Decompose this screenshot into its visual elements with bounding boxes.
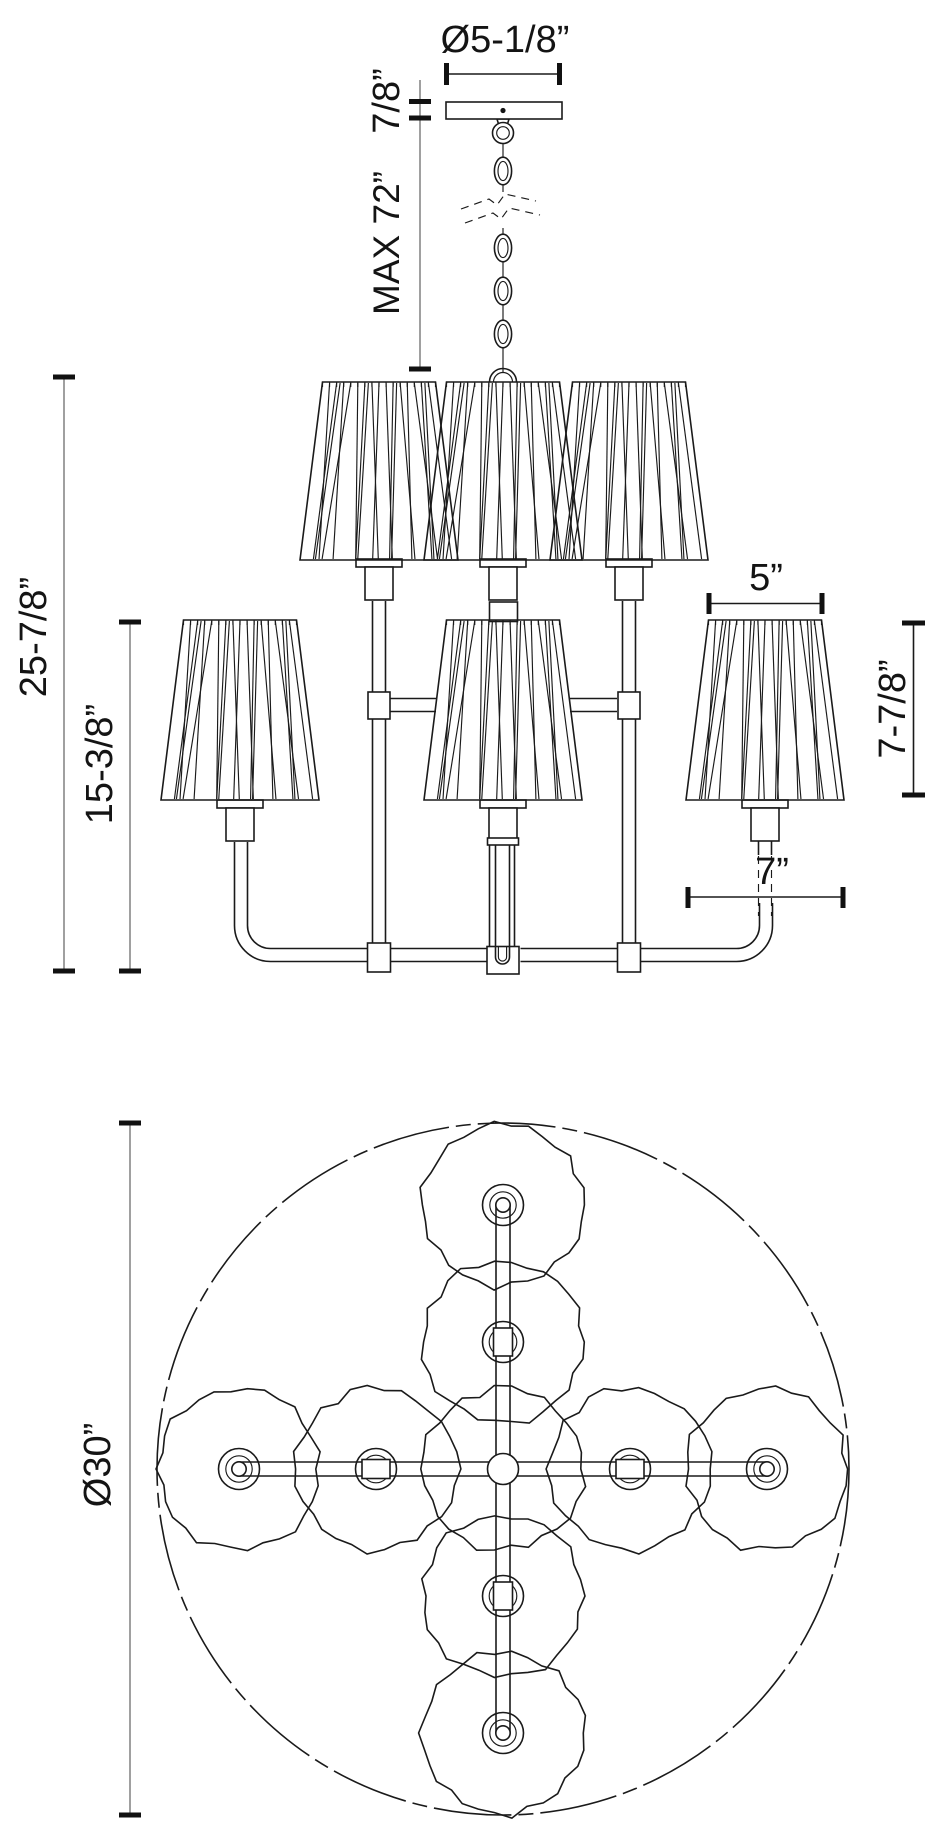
- pleated-shade: [549, 381, 709, 561]
- center-hub-ball: [486, 1452, 520, 1486]
- shade-outlines-plan: [155, 1120, 849, 1819]
- dim-fixture-height: 25-7/8”: [13, 374, 75, 974]
- dimension-annotations: Ø5-1/8” 7/8” MAX 72” 25-7/8” 15-3/8”: [13, 19, 925, 1818]
- dim-canopy-diameter: Ø5-1/8”: [441, 19, 570, 85]
- dim-label-canopy-diameter: Ø5-1/8”: [441, 19, 570, 61]
- elevation-view: [160, 101, 845, 975]
- dim-overall-diameter: Ø30”: [77, 1120, 141, 1818]
- dim-label-lower-section-height: 15-3/8”: [79, 704, 121, 824]
- dim-label-overall-diameter: Ø30”: [77, 1423, 119, 1507]
- outer-socket-rings: [217, 1183, 789, 1755]
- dim-label-shade-top-diameter: 5”: [749, 557, 783, 599]
- pleated-shade: [160, 619, 320, 801]
- fixture-frame: [233, 601, 774, 963]
- dim-label-canopy-height: 7/8”: [366, 68, 408, 133]
- ceiling-canopy: [445, 101, 563, 120]
- pleated-shade: [423, 381, 583, 561]
- center-hub: [486, 945, 520, 975]
- plan-view: [155, 1120, 850, 1819]
- inner-collar-rings: [354, 1320, 652, 1618]
- pleated-shade: [685, 619, 845, 801]
- dim-arm-offset: 7”: [685, 851, 846, 908]
- dim-lower-section-height: 15-3/8”: [79, 619, 141, 974]
- dim-shade-height: 7-7/8”: [872, 620, 925, 798]
- shades: [160, 381, 845, 801]
- pleated-shade: [423, 619, 583, 801]
- dim-label-fixture-height: 25-7/8”: [13, 577, 55, 697]
- dim-label-shade-height: 7-7/8”: [872, 659, 914, 758]
- dim-label-arm-offset: 7”: [755, 851, 789, 893]
- dim-canopy-height-and-max-drop: 7/8” MAX 72”: [366, 68, 431, 372]
- dim-label-max-drop: MAX 72”: [366, 171, 407, 315]
- dim-shade-top-diameter: 5”: [706, 557, 825, 614]
- pleated-shade: [299, 381, 459, 561]
- hanging-chain: [491, 118, 515, 372]
- chain-break-symbol: [460, 193, 541, 224]
- canopy-screw: [500, 107, 506, 114]
- collars-and-sockets: [216, 558, 789, 973]
